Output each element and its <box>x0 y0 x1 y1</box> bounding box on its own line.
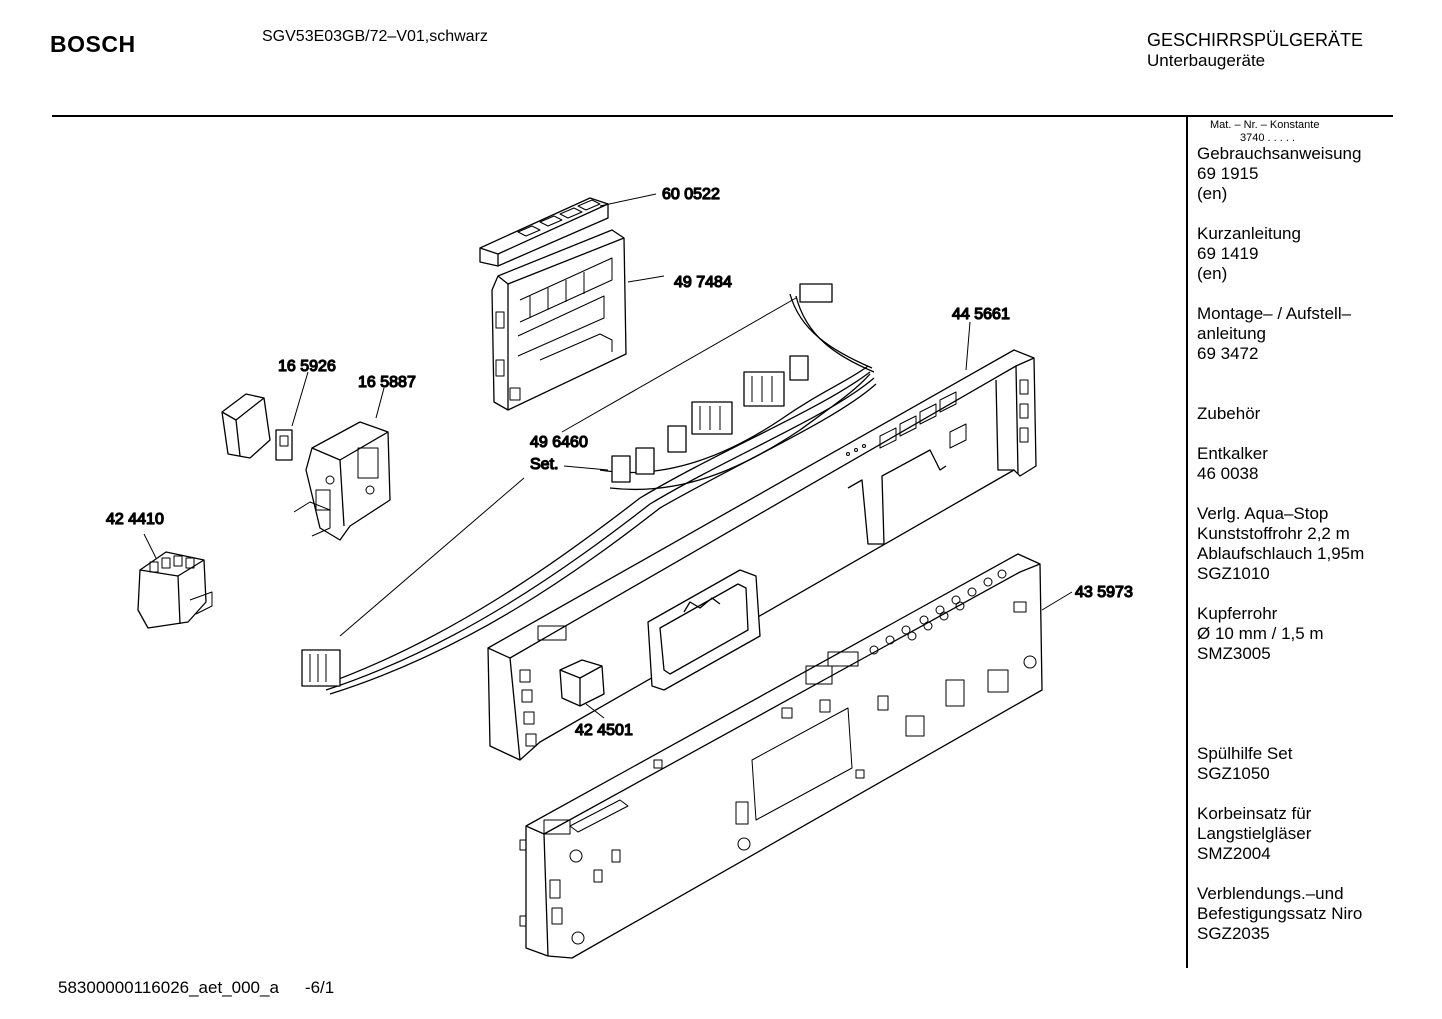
part-445661-panel-frame <box>487 349 1037 761</box>
label-165887: 16 5887 <box>358 374 416 391</box>
label-496460-set: Set. <box>530 456 558 473</box>
group-aqua-stop: Verlg. Aqua–Stop Kunststoffrohr 2,2 m Ab… <box>1197 504 1435 584</box>
part-165926-bracket <box>221 393 293 461</box>
group-manual-line: (en) <box>1197 184 1228 203</box>
group-short-guide-line: (en) <box>1197 264 1228 283</box>
part-424501-block <box>559 659 605 707</box>
group-copper-pipe-line: Kupferrohr <box>1197 604 1278 623</box>
label-424410: 42 4410 <box>106 511 164 528</box>
accessories-sidebar: Mat. – Nr. – Konstante 3740 . . . . . Ge… <box>1197 119 1435 964</box>
group-descaler-line: Entkalker <box>1197 444 1268 463</box>
brand-logo: BOSCH <box>50 31 136 57</box>
group-descaler-line: 46 0038 <box>1197 464 1259 483</box>
mat-number-value: 3740 . . . . . <box>1240 132 1296 144</box>
page-number: -6/1 <box>304 978 335 997</box>
header-divider <box>52 115 1393 117</box>
label-165926: 16 5926 <box>278 358 336 375</box>
handle-insert <box>647 569 761 691</box>
group-panel-kit-line: Befestigungssatz Niro <box>1197 904 1363 923</box>
group-aqua-stop-line: Ablaufschlauch 1,95m <box>1197 544 1365 563</box>
group-descaler: Entkalker 46 0038 <box>1197 444 1435 484</box>
label-496460: 49 6460 <box>530 434 588 451</box>
label-445661: 44 5661 <box>952 306 1010 323</box>
group-accessories-heading: Zubehör <box>1197 404 1435 424</box>
group-installation-line: 69 3472 <box>1197 344 1259 363</box>
part-435973-panel-carrier <box>519 553 1043 959</box>
part-496460-wiring-harness <box>301 283 877 695</box>
group-short-guide: Kurzanleitung 69 1419 (en) <box>1197 224 1435 284</box>
group-short-guide-line: 69 1419 <box>1197 244 1259 263</box>
group-copper-pipe-line: Ø 10 mm / 1,5 m <box>1197 624 1324 643</box>
footer: 58300000116026_aet_000_a -6/1 <box>58 978 334 998</box>
group-aqua-stop-line: Verlg. Aqua–Stop <box>1197 504 1329 523</box>
part-165887-actuator <box>293 421 391 541</box>
group-copper-pipe: Kupferrohr Ø 10 mm / 1,5 m SMZ3005 <box>1197 604 1435 664</box>
group-manual-line: 69 1915 <box>1197 164 1259 183</box>
group-glass-insert-line: SMZ2004 <box>1197 844 1271 863</box>
subcategory-title: Unterbaugeräte <box>1147 51 1266 70</box>
group-aqua-stop-line: Kunststoffrohr 2,2 m <box>1197 524 1350 543</box>
group-rinse-aid-line: SGZ1050 <box>1197 764 1270 783</box>
category-title: GESCHIRRSPÜLGERÄTE <box>1147 30 1364 50</box>
group-panel-kit: Verblendungs.–und Befestigungssatz Niro … <box>1197 884 1435 944</box>
label-497484: 49 7484 <box>674 274 732 291</box>
document-id: 58300000116026_aet_000_a <box>58 978 279 997</box>
leader-lines <box>143 193 1073 719</box>
group-glass-insert: Korbeinsatz für Langstielgläser SMZ2004 <box>1197 804 1435 864</box>
part-600522-button-cover <box>479 197 609 267</box>
group-manual-line: Gebrauchsanweisung <box>1197 144 1362 163</box>
group-rinse-aid: Spülhilfe Set SGZ1050 <box>1197 744 1435 784</box>
label-424501: 42 4501 <box>575 722 633 739</box>
label-600522: 60 0522 <box>662 186 720 203</box>
model-number: SGV53E03GB/72–V01,schwarz <box>262 28 488 45</box>
group-glass-insert-line: Korbeinsatz für <box>1197 804 1312 823</box>
part-424410-relay <box>137 551 213 629</box>
group-panel-kit-line: SGZ2035 <box>1197 924 1270 943</box>
group-panel-kit-line: Verblendungs.–und <box>1197 884 1344 903</box>
label-435973: 43 5973 <box>1075 584 1133 601</box>
part-497484-control-module <box>491 229 627 411</box>
group-aqua-stop-line: SGZ1010 <box>1197 564 1270 583</box>
group-rinse-aid-line: Spülhilfe Set <box>1197 744 1293 763</box>
group-short-guide-line: Kurzanleitung <box>1197 224 1301 243</box>
group-glass-insert-line: Langstielgläser <box>1197 824 1312 843</box>
group-installation: Montage– / Aufstell– anleitung 69 3472 <box>1197 304 1435 364</box>
group-installation-line: anleitung <box>1197 324 1267 343</box>
group-installation-line: Montage– / Aufstell– <box>1197 304 1352 323</box>
group-copper-pipe-line: SMZ3005 <box>1197 644 1271 663</box>
group-manual: Gebrauchsanweisung 69 1915 (en) <box>1197 144 1435 204</box>
mat-number-label: Mat. – Nr. – Konstante <box>1210 119 1320 131</box>
accessories-heading: Zubehör <box>1197 404 1261 423</box>
sidebar-divider <box>1186 117 1188 968</box>
